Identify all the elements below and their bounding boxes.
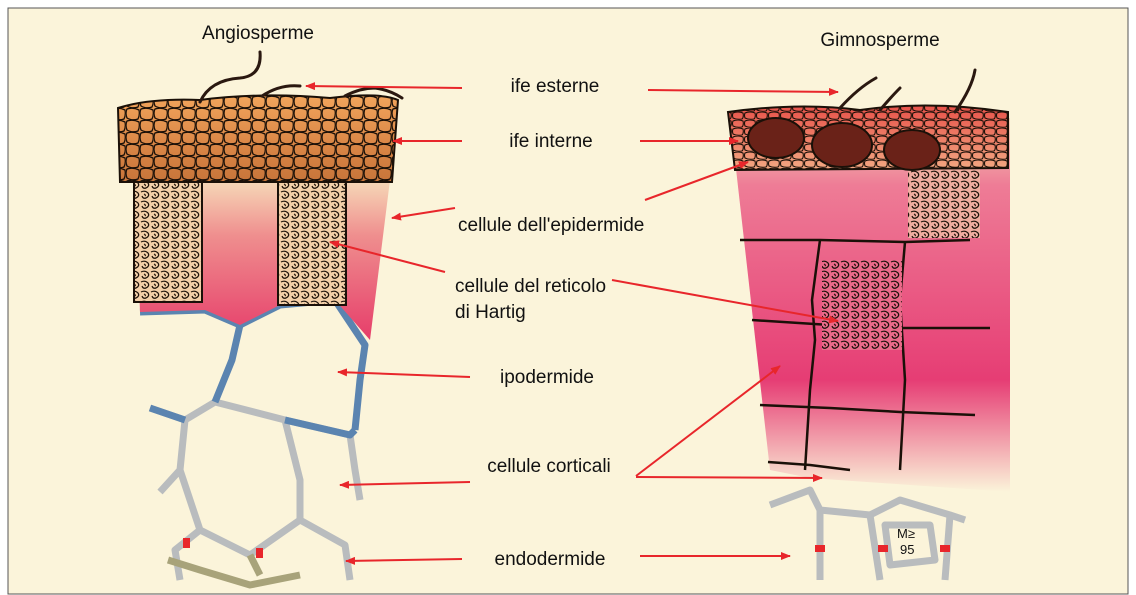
label-ife-esterne: ife esterne	[511, 76, 600, 97]
label-reticolo-line1: cellule del reticolo	[455, 276, 606, 297]
title-angiosperme: Angiosperme	[202, 23, 314, 44]
arrow-corticali-right	[636, 477, 822, 478]
label-reticolo-line2: di Hartig	[455, 302, 526, 323]
artist-signature: M≥ 95	[897, 526, 915, 557]
signature-year: 95	[900, 542, 914, 557]
label-ipodermide: ipodermide	[500, 367, 594, 388]
label-cellule-epidermide: cellule dell'epidermide	[458, 215, 644, 236]
label-ife-interne: ife interne	[509, 131, 592, 152]
signature-initials: M≥	[897, 526, 915, 541]
title-gimnosperme: Gimnosperme	[820, 30, 939, 51]
label-cellule-corticali: cellule corticali	[487, 456, 611, 477]
label-endodermide: endodermide	[495, 549, 606, 570]
